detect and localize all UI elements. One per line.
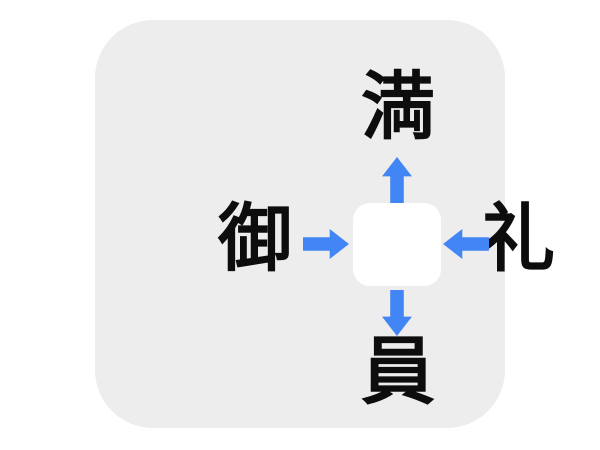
puzzle-card: 満 御 礼 員	[95, 20, 555, 428]
answer-tile[interactable]	[353, 203, 441, 286]
kanji-top: 満	[361, 64, 435, 150]
arrow-up-icon	[382, 157, 412, 203]
answer-tile-label	[353, 203, 441, 286]
kanji-bottom: 員	[361, 329, 435, 415]
kanji-right: 礼	[481, 196, 555, 282]
kanji-left: 御	[218, 196, 292, 282]
